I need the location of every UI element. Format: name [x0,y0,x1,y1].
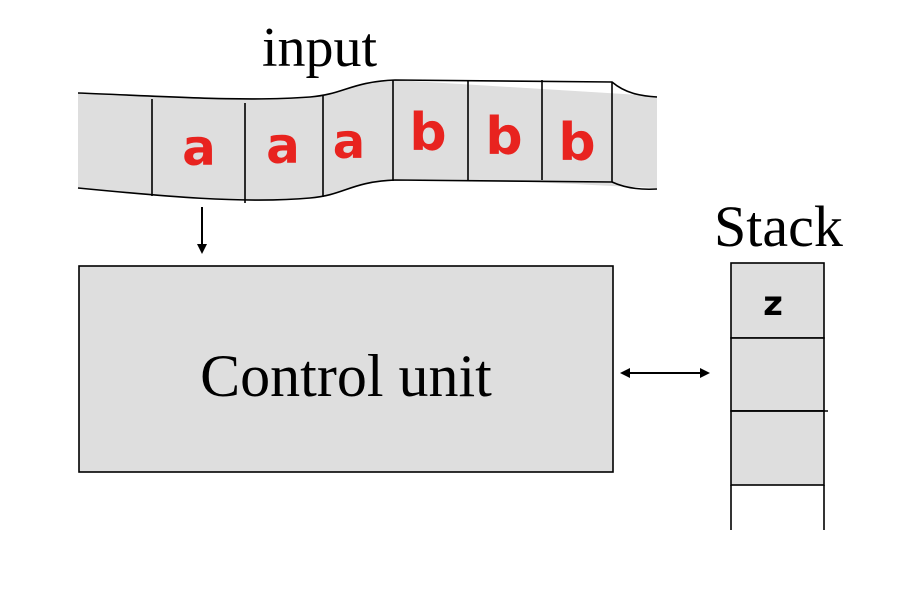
tape-bottom-edge [77,179,658,201]
input-label: input [262,17,378,79]
tape-symbol: b [409,103,446,163]
tape-symbol: b [485,107,522,167]
input-tape: a a a b b b [77,79,658,203]
stack-cell [730,337,825,412]
tape-symbol: a [266,117,300,175]
tape-symbol: a [182,119,216,177]
stack-cell [730,262,825,339]
control-unit-label: Control unit [200,343,492,409]
stack-label: Stack [714,194,843,259]
stack: z [730,262,828,530]
tape-top-edge [77,79,658,100]
stack-cell [730,410,825,486]
control-unit-box [78,265,614,473]
tape-body [78,80,657,201]
tape-symbol: a [333,114,365,170]
tape-symbol: b [558,113,595,173]
stack-symbol: z [763,284,783,324]
